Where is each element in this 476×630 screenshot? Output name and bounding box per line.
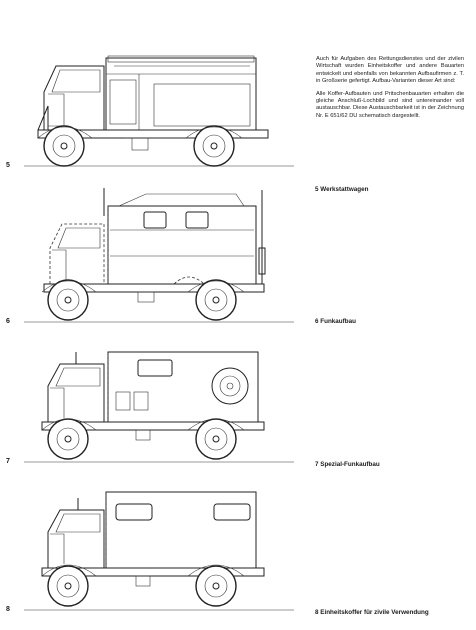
funkaufbau-drawing bbox=[24, 188, 294, 323]
figure-6-drawing bbox=[4, 186, 304, 326]
figure-7-drawing bbox=[4, 342, 304, 464]
figure-7-number: 7 bbox=[6, 458, 10, 465]
figure-5-drawing bbox=[4, 50, 304, 170]
einheitskoffer-drawing bbox=[24, 491, 294, 611]
figure-7-caption: 7 Spezial-Funkaufbau bbox=[315, 461, 380, 468]
werkstattwagen-drawing bbox=[24, 55, 294, 167]
intro-text-block: Auch für Aufgaben des Rettungsdienstes u… bbox=[316, 56, 464, 125]
figure-8-number: 8 bbox=[6, 606, 10, 613]
intro-paragraph-1: Auch für Aufgaben des Rettungsdienstes u… bbox=[316, 56, 464, 85]
figure-6-caption: 6 Funkaufbau bbox=[315, 318, 356, 325]
figure-5-number: 5 bbox=[6, 162, 10, 169]
figure-8-caption: 8 Einheitskoffer für zivile Verwendung bbox=[315, 609, 429, 616]
intro-paragraph-2: Alle Koffer-Aufbauten und Pritschenbauar… bbox=[316, 90, 464, 119]
figure-8-drawing bbox=[4, 486, 304, 616]
figure-5-caption: 5 Werkstattwagen bbox=[315, 186, 369, 193]
figure-6-number: 6 bbox=[6, 318, 10, 325]
spezial-funkaufbau-drawing bbox=[24, 351, 294, 463]
